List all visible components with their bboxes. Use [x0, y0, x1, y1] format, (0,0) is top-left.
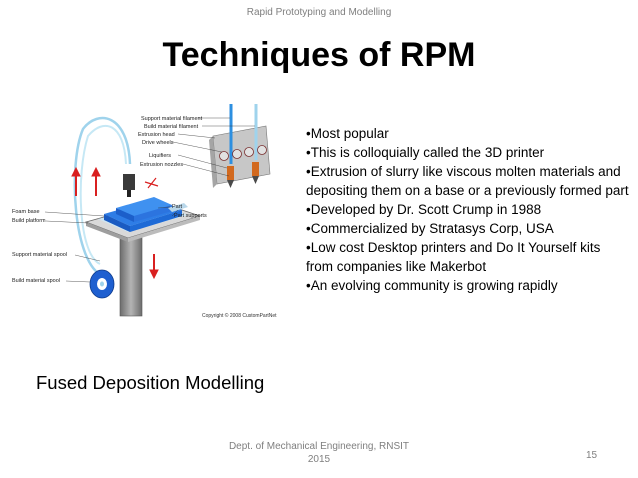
label-build-spool: Build material spool: [12, 278, 60, 284]
bullet-item: Most popular: [306, 124, 631, 143]
label-part: Part: [172, 204, 183, 210]
bullet-item: Commercialized by Stratasys Corp, USA: [306, 219, 631, 238]
label-foam-base: Foam base: [12, 209, 40, 215]
support-filament-line: [79, 124, 127, 265]
extrusion-head-detail: [209, 104, 271, 188]
bullet-item: An evolving community is growing rapidly: [306, 276, 631, 295]
label-part-supports: Part supports: [174, 213, 207, 219]
bullet-item: This is colloquially called the 3D print…: [306, 143, 631, 162]
page-number: 15: [586, 450, 598, 461]
slide-header: Rapid Prototyping and Modelling: [246, 7, 392, 18]
figure-copyright: Copyright © 2008 CustomPartNet: [202, 312, 277, 319]
footer-department: Dept. of Mechanical Engineering, RNSIT: [228, 441, 410, 452]
label-support-filament: Support material filament: [141, 116, 203, 122]
label-extrusion-nozzles: Extrusion nozzles: [140, 162, 183, 168]
label-build-platform: Build platform: [12, 218, 46, 224]
label-liquifiers: Liquifiers: [149, 153, 171, 159]
label-extrusion-head: Extrusion head: [138, 132, 175, 138]
build-spool-shape: [89, 269, 115, 299]
label-support-spool: Support material spool: [12, 252, 67, 258]
figure-caption: Fused Deposition Modelling: [36, 372, 265, 393]
bullet-list: Most popular This is colloquially called…: [306, 124, 631, 295]
bullet-item: Extrusion of slurry like viscous molten …: [306, 162, 631, 200]
bullet-item: Low cost Desktop printers and Do It Your…: [306, 238, 631, 276]
label-drive-wheels: Drive wheels: [142, 140, 174, 146]
slide-title: Techniques of RPM: [162, 36, 476, 74]
motion-arrows: [71, 166, 159, 280]
part-supports-shape: [168, 203, 188, 212]
label-build-filament: Build material filament: [144, 124, 199, 130]
support-column: [119, 231, 143, 317]
slide-footer: Dept. of Mechanical Engineering, RNSIT 2…: [200, 440, 438, 466]
build-filament-line: [73, 116, 132, 278]
bullet-item: Developed by Dr. Scott Crump in 1988: [306, 200, 631, 219]
fdm-diagram: Support material filament Build material…: [8, 104, 293, 324]
extrusion-head-shape: [123, 174, 135, 190]
footer-year: 2015: [307, 454, 331, 465]
